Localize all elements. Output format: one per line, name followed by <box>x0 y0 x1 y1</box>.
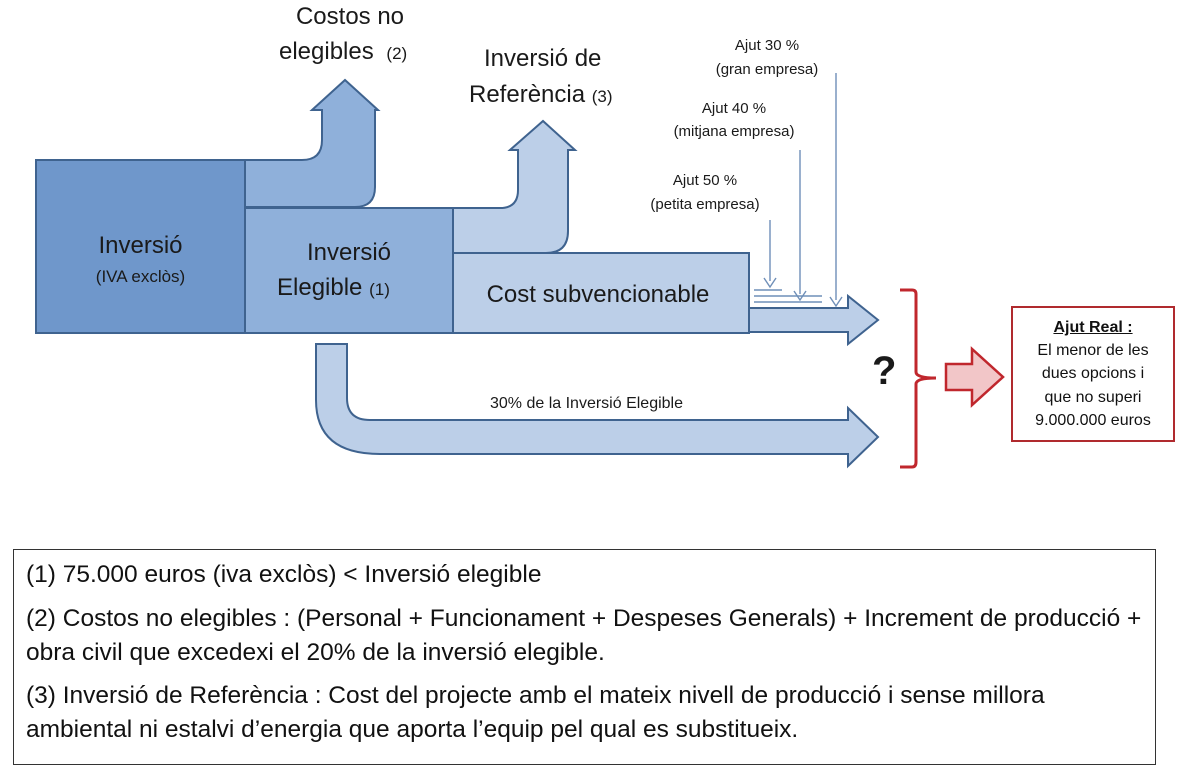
referencia-line1: Inversió de <box>484 45 602 72</box>
ajut-40-pct: Ajut 40 % <box>701 100 767 117</box>
ajut-real-box: Ajut Real : El menor de les dues opcions… <box>1011 306 1175 442</box>
note-ref-3: (3) <box>591 87 613 106</box>
note-1: (1) 75.000 euros (iva exclòs) < Inversió… <box>26 561 542 588</box>
ajut-real-line: que no superi <box>1044 388 1142 406</box>
costos-no-elegibles-arrow <box>244 78 381 208</box>
result-arrow <box>944 346 1005 408</box>
cost-output-arrow <box>748 293 880 347</box>
ajut-real-line: 9.000.000 euros <box>1035 411 1151 429</box>
red-brace <box>900 288 937 469</box>
cost-subvencionable-block <box>452 252 750 334</box>
referencia-line2: Referència (3) <box>469 81 613 109</box>
ajut-50-size: (petita empresa) <box>650 196 760 213</box>
note-ref-1: (1) <box>369 280 390 299</box>
question-mark: ? <box>872 349 897 393</box>
elegible-line1: Inversió <box>306 239 392 266</box>
ajut-40-size: (mitjana empresa) <box>673 123 795 140</box>
ajut-real-line: El menor de les <box>1037 342 1149 360</box>
note-ref-2: (2) <box>386 44 408 63</box>
elegible-line2: Elegible (1) <box>277 274 390 302</box>
costos-line2: elegibles (2) <box>279 38 407 66</box>
ajut-real-line: dues opcions i <box>1041 365 1145 383</box>
referencia-label: Referència <box>469 81 586 108</box>
note-2: (2) Costos no elegibles : (Personal + Fu… <box>26 604 1142 666</box>
ajut-30-size: (gran empresa) <box>715 61 819 78</box>
inversio-elegible-block <box>244 207 454 334</box>
ajut-pointer-lines <box>754 73 843 308</box>
ajut-30-pct: Ajut 30 % <box>734 37 800 54</box>
thirty-percent-label: 30% de la Inversió Elegible <box>490 395 684 412</box>
inversio-referencia-arrow <box>452 119 578 254</box>
note-3: (3) Inversió de Referència : Cost del pr… <box>26 682 1045 744</box>
cost-subvencionable-label: Cost subvencionable <box>486 281 710 308</box>
ajut-real-heading: Ajut Real : <box>1053 319 1133 336</box>
notes-box: (1) 75.000 euros (iva exclòs) < Inversió… <box>13 549 1156 765</box>
inversio-block <box>35 159 246 334</box>
costos-label: elegibles <box>279 38 374 65</box>
inversio-title: Inversió <box>98 232 183 259</box>
costos-line1: Costos no <box>295 3 405 30</box>
ajut-50-pct: Ajut 50 % <box>672 172 738 189</box>
elegible-label: Elegible <box>277 274 363 301</box>
inversio-subtitle: (IVA exclòs) <box>95 267 186 286</box>
thirty-percent-arrow <box>315 343 880 469</box>
